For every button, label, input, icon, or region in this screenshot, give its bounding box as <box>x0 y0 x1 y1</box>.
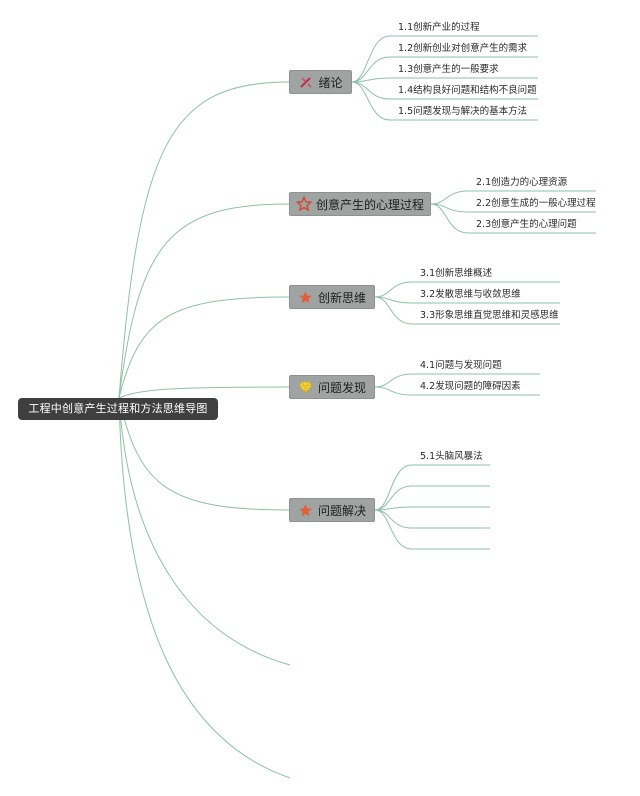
branch-leaf-connector <box>374 509 413 550</box>
branch-leaf-connector <box>374 281 413 298</box>
leaf-topic[interactable]: 2.1创造力的心理资源 <box>476 177 568 188</box>
leaf-topic[interactable]: 1.2创新创业对创意产生的需求 <box>398 43 528 54</box>
branch-node-problem-solving[interactable]: 问题解决 <box>289 498 375 522</box>
pencil-ruler-icon <box>298 74 314 90</box>
star-filled-icon <box>298 289 314 305</box>
root-branch-connector <box>118 296 290 399</box>
leaf-topic[interactable]: 1.3创意产生的一般要求 <box>398 64 499 75</box>
star-filled-icon <box>298 502 314 518</box>
branch-node-intro[interactable]: 绪论 <box>289 70 352 94</box>
branch-leaf-connector <box>351 35 391 83</box>
leaf-topic[interactable]: 3.2发散思维与收敛思维 <box>420 289 521 300</box>
leaf-topic[interactable]: 3.1创新思维概述 <box>420 268 493 279</box>
root-branch-connector <box>118 397 290 511</box>
leaf-topic[interactable]: 1.5问题发现与解决的基本方法 <box>398 106 528 117</box>
root-branch-connector <box>118 203 290 399</box>
branch-leaf-connector <box>374 464 413 511</box>
branch-leaf-connector <box>430 190 469 205</box>
star-outline-icon <box>295 196 312 212</box>
leaf-topic[interactable]: 5.1头脑风暴法 <box>420 451 483 462</box>
branch-leaf-connector <box>430 203 469 234</box>
leaf-topic[interactable]: 1.4结构良好问题和结构不良问题 <box>398 85 537 96</box>
root-branch-connector <box>118 397 291 666</box>
leaf-topic[interactable]: 4.1问题与发现问题 <box>420 360 502 371</box>
branch-node-problem-discovery[interactable]: 问题发现 <box>289 375 375 399</box>
gem-icon <box>298 379 314 395</box>
branch-leaf-connector <box>374 386 413 396</box>
branch-leaf-connector <box>374 509 413 529</box>
branch-leaf-connector <box>374 373 413 388</box>
leaf-topic[interactable]: 4.2发现问题的障碍因素 <box>420 381 521 392</box>
branch-label: 问题发现 <box>317 380 366 395</box>
root-node[interactable]: 工程中创意产生过程和方法思维导图 <box>18 398 218 420</box>
root-branch-connector <box>118 397 291 779</box>
branch-label: 创意产生的心理过程 <box>315 197 424 212</box>
branch-leaf-connector <box>351 56 391 83</box>
root-branch-connector <box>118 81 290 399</box>
branch-node-innovative-thinking[interactable]: 创新思维 <box>289 285 375 309</box>
branch-leaf-connector <box>374 485 413 511</box>
root-branch-connector <box>118 386 290 399</box>
branch-label: 绪论 <box>318 75 343 90</box>
branch-leaf-connector <box>351 81 391 121</box>
leaf-topic[interactable]: 2.3创意产生的心理问题 <box>476 219 577 230</box>
branch-node-psychology[interactable]: 创意产生的心理过程 <box>289 192 431 216</box>
branch-label: 问题解决 <box>317 503 366 518</box>
branch-leaf-connector <box>374 296 413 325</box>
branch-leaf-connector <box>351 81 391 100</box>
leaf-topic[interactable]: 1.1创新产业的过程 <box>398 22 480 33</box>
leaf-topic[interactable]: 2.2创意生成的一般心理过程 <box>476 198 596 209</box>
branch-label: 创新思维 <box>317 290 366 305</box>
leaf-topic[interactable]: 3.3形象思维直觉思维和灵感思维 <box>420 310 559 321</box>
